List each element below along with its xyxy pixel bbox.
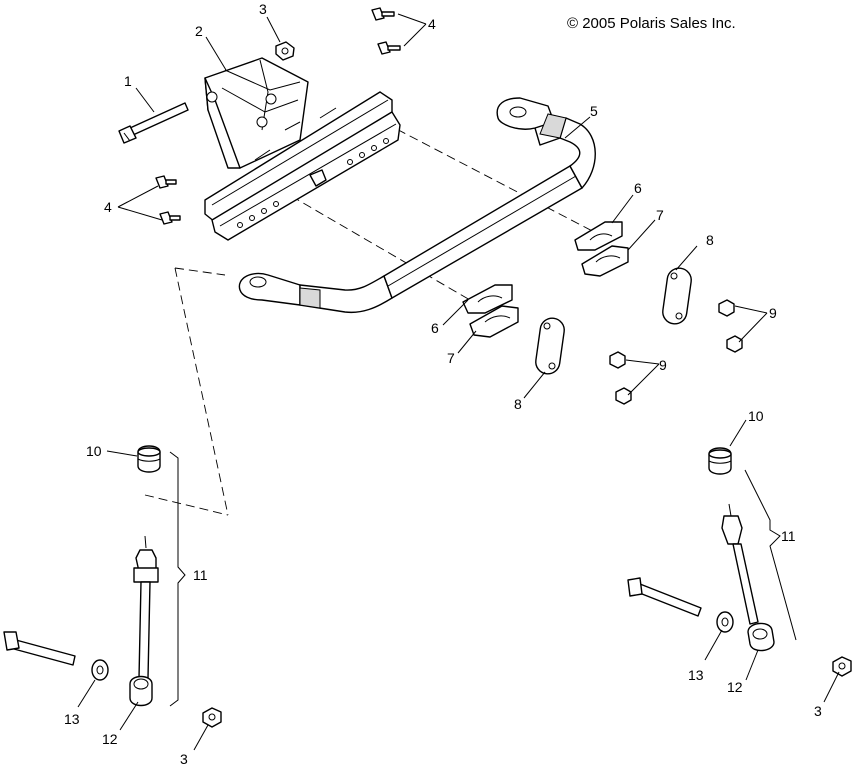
- callout-12-left: 12: [102, 731, 118, 747]
- callout-9-right: 9: [769, 305, 777, 321]
- callout-4-left: 4: [104, 199, 112, 215]
- callout-12-right: 12: [727, 679, 743, 695]
- callout-8-left: 8: [514, 396, 522, 412]
- callout-6-left: 6: [431, 320, 439, 336]
- frame-bracket-part-2: [204, 57, 401, 241]
- grommet-part-10-right: [708, 447, 732, 475]
- callout-labels: 1 2 3 4 4 5 6 7 8 9 6 7 8 9 10 10 11 11 …: [64, 1, 822, 767]
- leader-lines: [77, 13, 840, 751]
- bolt-part-1: [118, 102, 189, 144]
- callout-4-top: 4: [428, 16, 436, 32]
- callout-10-right: 10: [748, 408, 764, 424]
- callout-3-top: 3: [259, 1, 267, 17]
- nut-part-3-bottom-right: [832, 656, 852, 677]
- callout-13-left: 13: [64, 711, 80, 727]
- callout-6-right: 6: [634, 180, 642, 196]
- bolt-part-4-top: [371, 7, 401, 55]
- clamp-plate-part-8-right: [662, 267, 692, 325]
- callout-7-right: 7: [656, 207, 664, 223]
- stabilizer-bar-part-5: [238, 97, 596, 314]
- retainer-part-7-right: [581, 245, 629, 277]
- callout-1: 1: [124, 73, 132, 89]
- callout-3-bottom-right: 3: [814, 703, 822, 719]
- copyright-text: © 2005 Polaris Sales Inc.: [567, 15, 736, 32]
- alignment-lines: [144, 109, 601, 516]
- callout-13-right: 13: [688, 667, 704, 683]
- link-assembly-part-11-left: [129, 535, 159, 707]
- callout-10-left: 10: [86, 443, 102, 459]
- callout-3-bottom-left: 3: [180, 751, 188, 767]
- callout-11-right: 11: [781, 528, 796, 544]
- nut-part-3-top: [275, 41, 295, 61]
- bolt-part-4-left: [155, 175, 181, 225]
- bushing-part-6-right: [574, 221, 623, 251]
- callout-8-right: 8: [706, 232, 714, 248]
- bolt-part-13-right: [627, 577, 734, 633]
- callout-5: 5: [590, 103, 598, 119]
- grommet-part-10-left: [137, 445, 161, 473]
- bushing-part-6-left: [462, 284, 513, 314]
- callout-9-left: 9: [659, 357, 667, 373]
- lock-nut-part-9-right: [718, 299, 743, 353]
- retainer-part-7-left: [469, 305, 519, 338]
- callout-11-left: 11: [193, 567, 208, 583]
- link-assembly-part-11-right: [721, 503, 775, 652]
- clamp-plate-part-8-left: [535, 317, 565, 375]
- callout-2: 2: [195, 23, 203, 39]
- nut-part-3-bottom-left: [202, 707, 222, 728]
- lock-nut-part-9-left: [609, 351, 632, 405]
- bolt-part-13-left: [3, 631, 109, 681]
- callout-7-left: 7: [447, 350, 455, 366]
